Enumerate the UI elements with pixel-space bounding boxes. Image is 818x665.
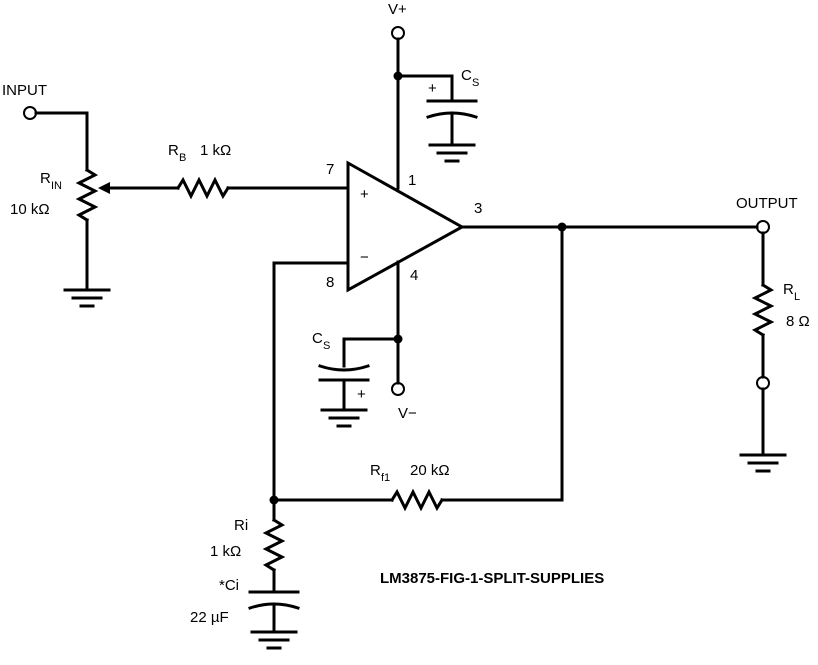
input-terminal: INPUT — [2, 82, 89, 172]
ground-symbol — [320, 408, 368, 428]
v-minus-label: V− — [398, 405, 417, 422]
ci-value: 22 µF — [190, 609, 229, 626]
rf1-sub: f1 — [381, 472, 390, 484]
feedback-net — [269, 261, 350, 522]
capacitor-cs-bottom: + C S — [312, 330, 370, 412]
ground-symbol — [428, 143, 476, 163]
input-label: INPUT — [2, 82, 47, 99]
pin-7-label: 7 — [326, 161, 334, 178]
cs-bottom-name: C — [312, 330, 323, 347]
v-plus-label: V+ — [388, 1, 407, 18]
ground-symbol — [250, 630, 298, 650]
rb-sub: B — [179, 152, 186, 164]
rf1-name: R — [370, 462, 381, 479]
rl-name: R — [783, 281, 794, 298]
v-plus-supply: V+ — [388, 1, 454, 190]
rb-name: R — [168, 142, 179, 159]
ground-symbol — [739, 453, 787, 473]
ri-value: 1 kΩ — [210, 543, 241, 560]
ci-name: *Ci — [219, 577, 239, 594]
cs-bottom-polarity: + — [357, 386, 366, 403]
capacitor-cs-top: + C S — [426, 67, 479, 147]
rin-value: 10 kΩ — [10, 201, 50, 218]
potentiometer-rin: R IN 10 kΩ — [10, 167, 99, 292]
pin-1-label: 1 — [408, 172, 416, 189]
rf1-value: 20 kΩ — [410, 462, 450, 479]
rin-sub: IN — [51, 180, 62, 192]
rl-sub: L — [794, 291, 800, 303]
cs-top-sub: S — [472, 77, 479, 89]
pin-3-label: 3 — [474, 200, 482, 217]
output-net: OUTPUT — [460, 195, 798, 502]
capacitor-ci: *Ci 22 µF — [190, 577, 300, 634]
v-minus-supply: V− — [342, 260, 417, 422]
rin-name: R — [40, 170, 51, 187]
output-label: OUTPUT — [736, 195, 798, 212]
resistor-rb: R B 1 kΩ — [98, 142, 350, 200]
cs-top-name: C — [461, 67, 472, 84]
rb-value: 1 kΩ — [200, 142, 231, 159]
noninverting-sign: + — [360, 186, 369, 203]
resistor-rf1: R f1 20 kΩ — [272, 462, 564, 512]
figure-caption: LM3875-FIG-1-SPLIT-SUPPLIES — [380, 570, 604, 587]
rl-value: 8 Ω — [786, 313, 810, 330]
ri-name: Ri — [234, 517, 248, 534]
cs-top-polarity: + — [428, 80, 437, 97]
pin-4-label: 4 — [410, 267, 418, 284]
ground-symbol — [63, 288, 111, 308]
cs-bottom-sub: S — [323, 340, 330, 352]
resistor-ri: Ri 1 kΩ — [210, 517, 286, 594]
inverting-sign: − — [360, 249, 369, 266]
op-amp: + − 7 8 1 4 3 — [326, 160, 482, 293]
pin-8-label: 8 — [326, 274, 334, 291]
resistor-rl: R L 8 Ω — [751, 231, 810, 457]
